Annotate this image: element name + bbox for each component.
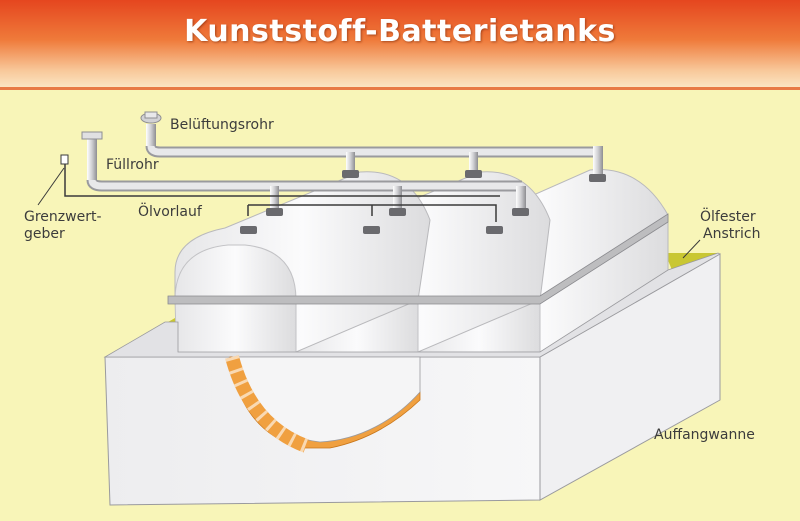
page-title: Kunststoff-Batterietanks	[184, 14, 616, 49]
sensor-line	[64, 162, 500, 197]
label-oil-supply: Ölvorlauf	[138, 204, 202, 220]
title-banner	[0, 0, 800, 88]
coating-pointer	[682, 239, 701, 259]
tank-illustration	[37, 111, 721, 506]
tank-band	[167, 213, 669, 305]
label-sensor-line-2: geber	[24, 226, 65, 242]
label-basin: Auffangwanne	[654, 427, 755, 443]
basin-top-rim	[103, 252, 721, 358]
banner-divider	[0, 87, 800, 90]
supply-connectors	[240, 226, 503, 234]
fill-connectors	[266, 208, 529, 216]
label-coating-line-2: Anstrich	[703, 226, 761, 242]
sensor-pointer	[37, 167, 65, 206]
sensor-plug	[60, 154, 69, 165]
label-fill-pipe: Füllrohr	[106, 157, 159, 173]
supply-line	[247, 204, 497, 222]
vent-pipe	[140, 111, 603, 176]
label-sensor-line-1: Grenzwert-	[24, 209, 102, 225]
vent-connectors	[342, 170, 606, 182]
fill-pipe	[81, 131, 526, 208]
label-coating-line-1: Ölfester	[700, 209, 756, 225]
label-vent-pipe: Belüftungsrohr	[170, 117, 274, 133]
